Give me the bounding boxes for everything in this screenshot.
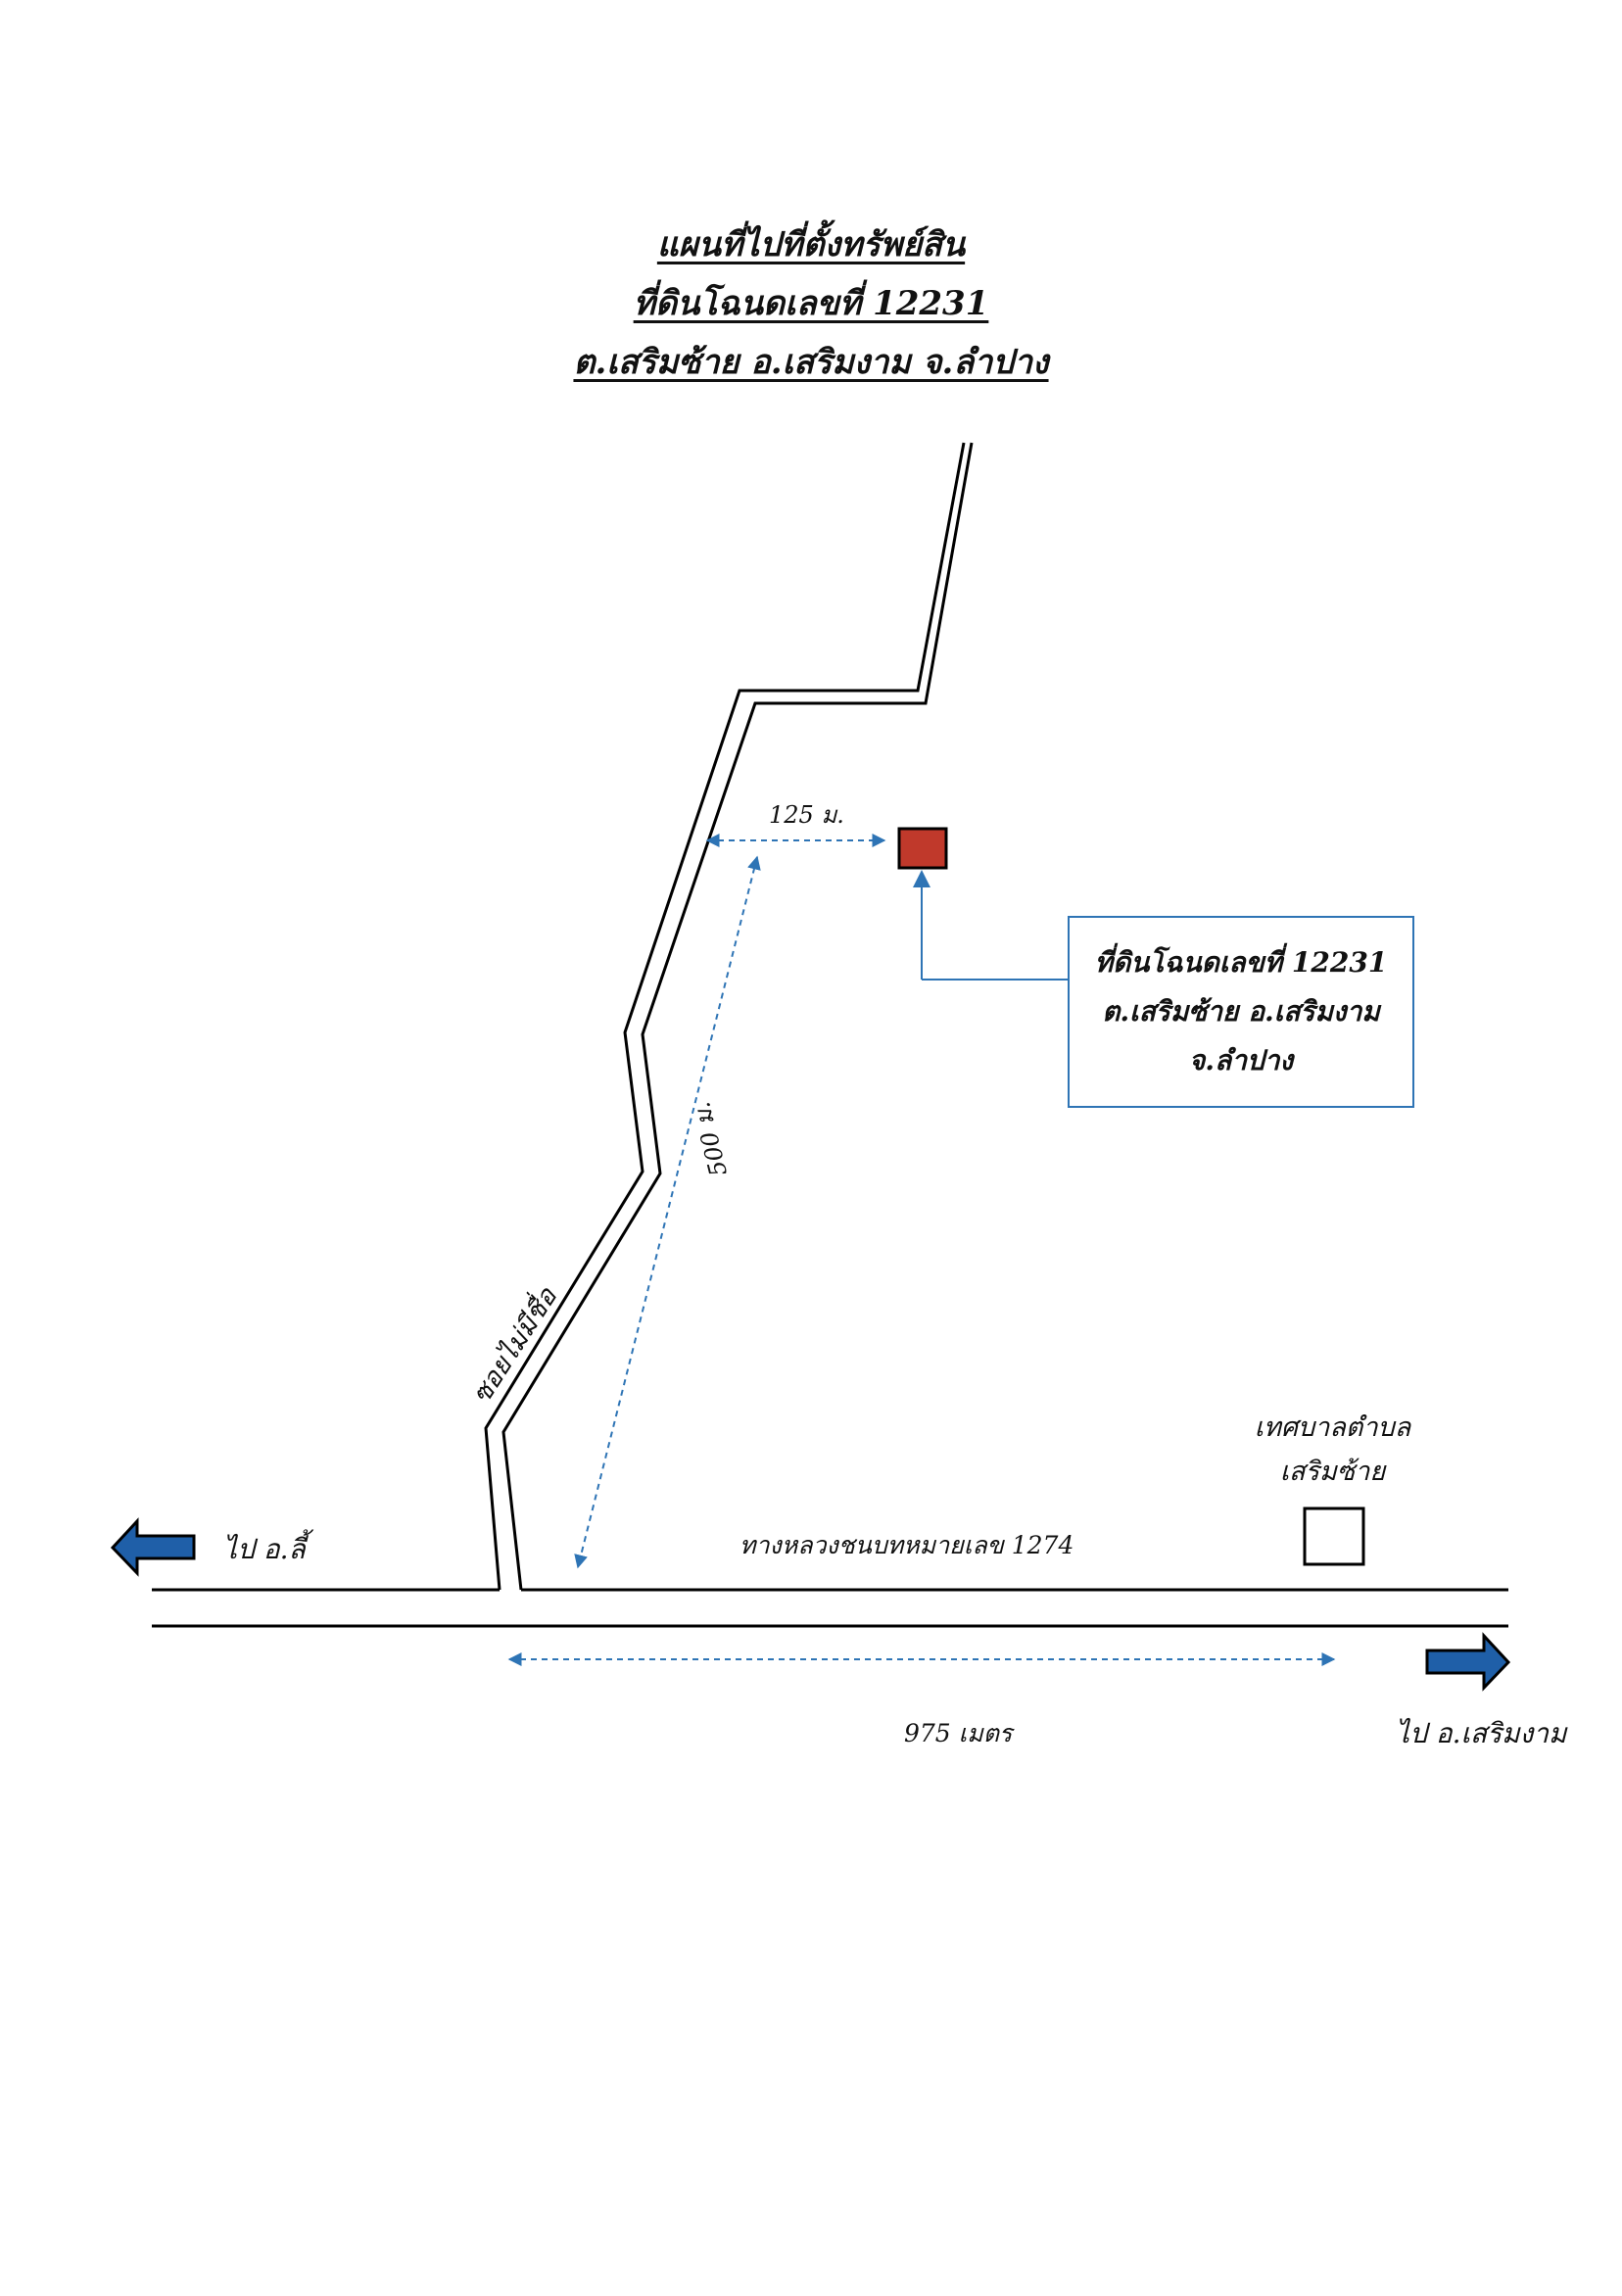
- map-title-line2: ที่ดินโฉนดเลขที่ 12231: [633, 284, 989, 323]
- arrow-left-icon: [110, 1517, 196, 1577]
- alley-road: [484, 442, 974, 1591]
- info-box-line1: ที่ดินโฉนดเลขที่ 12231: [1094, 946, 1388, 979]
- main-road: [152, 1588, 1508, 1628]
- dimension-line-500: [574, 855, 761, 1569]
- map-title-line3: ต.เสริมซ้าย อ.เสริมงาม จ.ลำปาง: [573, 343, 1049, 382]
- label-municipality-line2: เสริมซ้าย: [1279, 1457, 1386, 1487]
- info-box-line3: จ.ลำปาง: [1188, 1044, 1294, 1076]
- label-distance-125: 125 ม.: [769, 801, 844, 829]
- info-box-line2: ต.เสริมซ้าย อ.เสริมงาม: [1102, 995, 1380, 1028]
- label-highway: ทางหลวงชนบทหมายเลข 1274: [739, 1531, 1074, 1559]
- label-to-li: ไป อ.ลี้: [223, 1533, 306, 1565]
- arrow-right-icon: [1425, 1632, 1511, 1692]
- callout-connector: [913, 870, 1068, 981]
- municipality-marker: [1303, 1507, 1365, 1566]
- label-distance-975: 975 เมตร: [904, 1719, 1013, 1747]
- label-to-soem-ngam: ไป อ.เสริมงาม: [1396, 1717, 1567, 1749]
- label-municipality-line1: เทศบาลตำบล: [1254, 1412, 1411, 1443]
- map-title-line1: แผนที่ไปที่ตั้งทรัพย์สิน: [656, 225, 966, 264]
- property-info-box: ที่ดินโฉนดเลขที่ 12231 ต.เสริมซ้าย อ.เสร…: [1068, 916, 1414, 1108]
- property-marker: [897, 827, 948, 870]
